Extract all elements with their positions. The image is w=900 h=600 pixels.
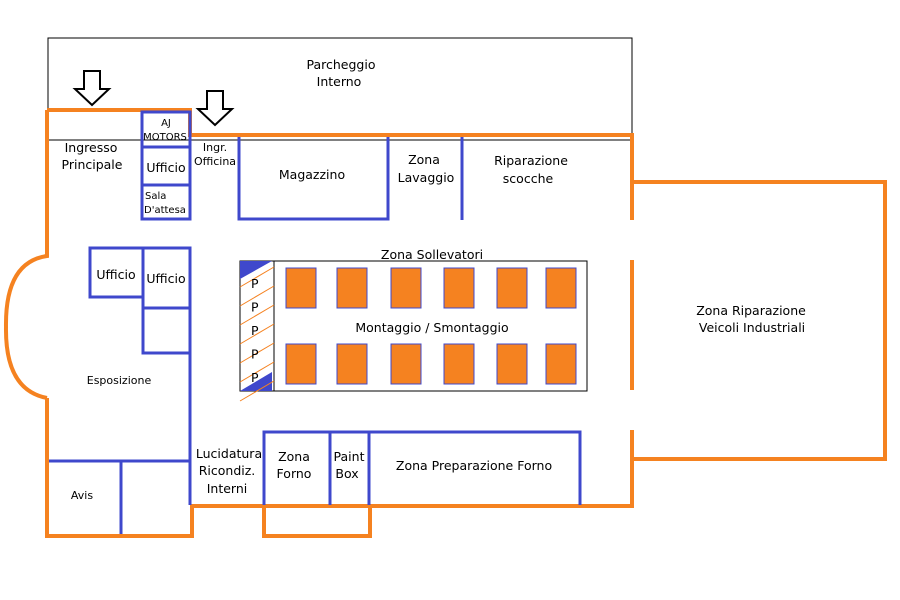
forno-block <box>262 430 582 505</box>
scocche-label-1: Riparazione <box>494 153 568 168</box>
parking-spot-label: P <box>251 300 259 315</box>
lift-bay <box>336 267 368 309</box>
paint-box-label-2: Box <box>335 466 358 481</box>
parking-stripe <box>239 266 275 288</box>
parking-stripe <box>239 361 275 383</box>
montaggio-label: Montaggio / Smontaggio <box>355 320 508 335</box>
veicoli-label-1: Zona Riparazione <box>696 303 806 318</box>
ingr-officina-label-1: Ingr. <box>203 141 227 154</box>
magazzino-room <box>237 137 390 221</box>
zona-forno-label-2: Forno <box>277 466 312 481</box>
parking-spot-label: P <box>251 370 259 385</box>
sala-label-1: Sala <box>145 191 166 202</box>
ingr-officina-label-2: Officina <box>194 155 236 168</box>
lavaggio-label-1: Zona <box>408 152 440 167</box>
lucidatura-label-3: Interni <box>207 481 248 496</box>
ingresso-label-1: Ingresso <box>65 140 118 155</box>
esposizione-label: Esposizione <box>87 374 152 387</box>
parking-spot-label: P <box>251 276 259 291</box>
room-labels: Parcheggio Interno Ingresso Principale A… <box>62 57 807 502</box>
main-building-wall-bottom <box>45 398 634 538</box>
ufficio-top-label: Ufficio <box>146 160 185 175</box>
parking-stripe <box>239 342 275 364</box>
parking-stripe <box>239 304 275 326</box>
magazzino-label: Magazzino <box>279 167 345 182</box>
parking-corner-top <box>240 261 272 279</box>
parcheggio-label-1: Parcheggio <box>307 57 376 72</box>
parking-spot-label: P <box>251 347 259 362</box>
parking-stripes <box>239 266 275 402</box>
ufficio-left-label: Ufficio <box>96 267 135 282</box>
lifts <box>285 267 577 385</box>
sala-label-2: D'attesa <box>144 205 186 216</box>
lift-bay <box>285 267 317 309</box>
industrial-wing-wall <box>632 180 887 461</box>
parking-spot-label: P <box>251 323 259 338</box>
preparazione-forno-label: Zona Preparazione Forno <box>396 458 552 473</box>
down-arrow-icon <box>72 70 112 107</box>
lift-bay <box>496 267 528 309</box>
paint-box-label-1: Paint <box>334 449 365 464</box>
parking-stripe <box>239 380 275 402</box>
down-arrow-icon <box>195 90 235 127</box>
ufficio-right-label: Ufficio <box>146 271 185 286</box>
zona-sollevatori-label: Zona Sollevatori <box>381 247 483 262</box>
lift-bay <box>545 267 577 309</box>
lift-bay <box>285 343 317 385</box>
lift-bay <box>443 267 475 309</box>
lift-zone-frame <box>239 260 588 392</box>
lift-bay <box>390 343 422 385</box>
lucidatura-label-2: Ricondiz. <box>199 463 256 478</box>
parcheggio-interno-area <box>47 37 633 141</box>
scocche-label-2: scocche <box>503 171 554 186</box>
parking-stripe <box>239 323 275 345</box>
veicoli-label-2: Veicoli Industriali <box>699 320 805 335</box>
sala-attesa-room <box>140 183 192 221</box>
lift-bay <box>545 343 577 385</box>
zona-forno-label-1: Zona <box>278 449 310 464</box>
lift-bay <box>336 343 368 385</box>
inner-walls <box>49 110 582 534</box>
parking-corner-bottom <box>240 372 272 391</box>
storage-room-small <box>141 306 192 355</box>
lavaggio-label-2: Lavaggio <box>398 170 455 185</box>
aj-motors-label-1: AJ <box>161 118 171 129</box>
exhibition-bay-wall <box>3 110 49 400</box>
ingresso-label-2: Principale <box>62 157 123 172</box>
parcheggio-label-2: Interno <box>317 74 362 89</box>
entrance-arrows <box>72 70 235 127</box>
lucidatura-label-1: Lucidatura <box>196 446 262 461</box>
avis-label: Avis <box>71 489 93 502</box>
lift-bay <box>496 343 528 385</box>
lift-bay <box>443 343 475 385</box>
parking-stripe <box>239 285 275 307</box>
avis-room <box>49 459 190 534</box>
aj-motors-label-2: MOTORS <box>143 132 187 143</box>
lift-bay <box>390 267 422 309</box>
zona-forno-annex <box>262 504 372 538</box>
